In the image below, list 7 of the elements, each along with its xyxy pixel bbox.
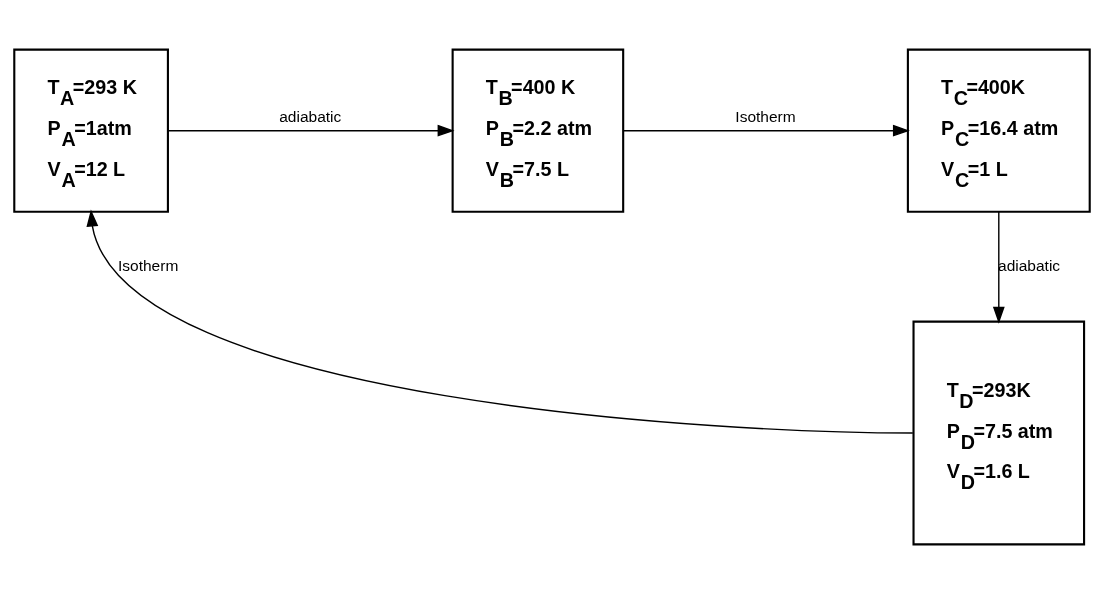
arrow: [622, 124, 910, 137]
edge-label: Isotherm: [118, 256, 179, 274]
edge-label: adiabatic: [279, 107, 342, 125]
arrow: [167, 124, 455, 137]
arrow: [992, 211, 1005, 324]
edge-label: Isotherm: [735, 107, 796, 125]
arrow: [86, 209, 914, 434]
